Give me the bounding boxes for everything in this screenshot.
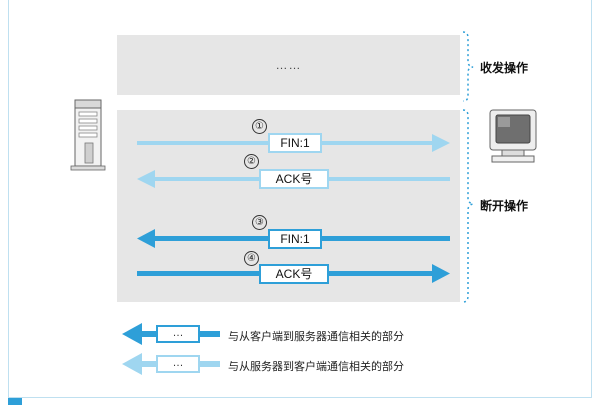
step-4-number: ④ — [244, 251, 259, 266]
server-tower-icon — [70, 99, 106, 171]
legend-box-light: … — [156, 355, 200, 373]
send-receive-brace — [462, 31, 474, 102]
step-3-number: ③ — [252, 215, 267, 230]
legend-text-client-to-server: 与从客户端到服务器通信相关的部分 — [228, 330, 404, 343]
legend-text-server-to-client: 与从服务器到客户端通信相关的部分 — [228, 360, 404, 373]
diagram-frame — [8, 0, 592, 398]
step-3-packet: FIN:1 — [268, 229, 322, 249]
step-2-packet: ACK号 — [259, 169, 329, 189]
legend-box-dark: … — [156, 325, 200, 343]
step-4-packet: ACK号 — [259, 264, 329, 284]
computer-monitor-icon — [489, 109, 537, 163]
step-1-packet: FIN:1 — [268, 133, 322, 153]
frame-corner-mark — [8, 398, 22, 405]
step-2-number: ② — [244, 154, 259, 169]
send-receive-label: 收发操作 — [480, 61, 529, 75]
disconnect-label: 断开操作 — [480, 199, 529, 213]
disconnect-brace — [462, 109, 474, 303]
send-receive-panel — [117, 35, 460, 95]
step-1-number: ① — [252, 119, 267, 134]
send-receive-placeholder: …… — [275, 58, 302, 72]
